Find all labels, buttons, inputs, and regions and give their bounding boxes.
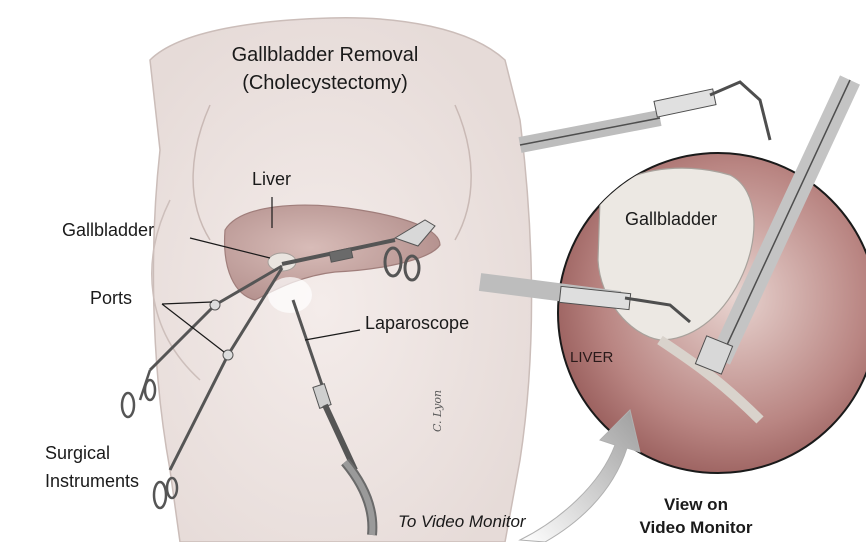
- label-surgical-line2: Instruments: [45, 471, 139, 492]
- artist-signature: C. Lyon: [432, 390, 445, 432]
- label-ports: Ports: [90, 288, 132, 309]
- inset-label-liver: LIVER: [570, 349, 613, 366]
- caption-video-monitor: Video Monitor: [626, 518, 766, 538]
- label-gallbladder: Gallbladder: [62, 220, 154, 241]
- torso-outline: [150, 18, 532, 542]
- label-liver: Liver: [252, 169, 291, 190]
- caption-view-on: View on: [626, 495, 766, 515]
- label-to-video-monitor: To Video Monitor: [398, 512, 526, 532]
- inset-label-gallbladder: Gallbladder: [625, 209, 717, 230]
- diagram-title-line1: Gallbladder Removal: [205, 44, 445, 67]
- label-surgical-line1: Surgical: [45, 443, 110, 464]
- port-marker-lower: [223, 350, 233, 360]
- label-laparoscope: Laparoscope: [365, 313, 469, 334]
- video-monitor-arrow: [520, 410, 640, 542]
- diagram-title-line2: (Cholecystectomy): [205, 72, 445, 95]
